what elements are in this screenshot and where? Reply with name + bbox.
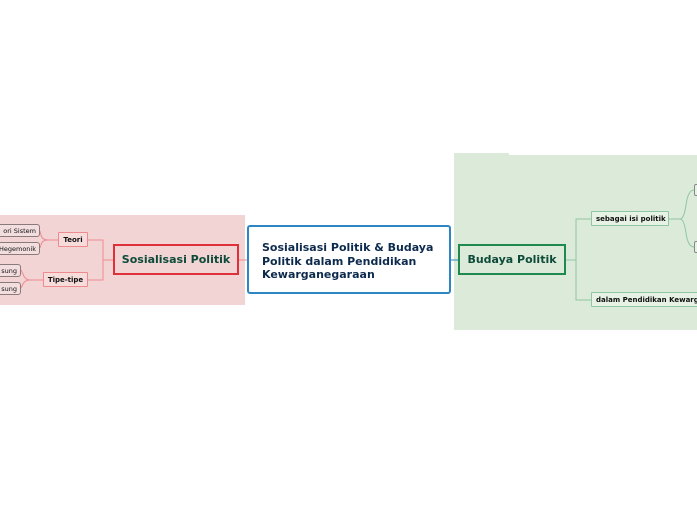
branch-label: sebagai isi politik	[596, 214, 666, 223]
leaf-hegemonik[interactable]: Hegemonik	[0, 242, 40, 255]
branch-label: Teori	[63, 235, 83, 244]
central-topic[interactable]: Sosialisasi Politik & Budaya Politik dal…	[247, 225, 451, 294]
branch-label: Tipe-tipe	[47, 275, 84, 284]
topic-budaya-politik[interactable]: Budaya Politik	[458, 244, 566, 275]
leaf-tipe-1[interactable]: sung	[0, 264, 21, 277]
leaf-label: ori Sistem	[3, 226, 36, 235]
leaf-label: Hegemonik	[0, 244, 36, 253]
topic-label: Sosialisasi Politik	[121, 253, 231, 266]
leaf-label: sung	[1, 266, 17, 275]
branch-teori[interactable]: Teori	[58, 232, 88, 247]
branch-dalam-pendidikan[interactable]: dalam Pendidikan Kewarg	[591, 292, 697, 307]
leaf-label: sung	[1, 284, 17, 293]
leaf-tipe-2[interactable]: sung	[0, 282, 21, 295]
leaf-teori-sistem[interactable]: ori Sistem	[0, 224, 40, 237]
leaf-node-1[interactable]	[694, 184, 697, 196]
central-topic-label: Sosialisasi Politik & Budaya Politik dal…	[262, 241, 434, 281]
leaf-node-2[interactable]	[694, 241, 697, 253]
topic-label: Budaya Politik	[467, 253, 557, 266]
branch-tipe-tipe[interactable]: Tipe-tipe	[43, 272, 88, 287]
branch-label: dalam Pendidikan Kewarg	[596, 295, 697, 304]
topic-sosialisasi-politik[interactable]: Sosialisasi Politik	[113, 244, 239, 275]
branch-sebagai-isi-politik[interactable]: sebagai isi politik	[591, 211, 669, 226]
